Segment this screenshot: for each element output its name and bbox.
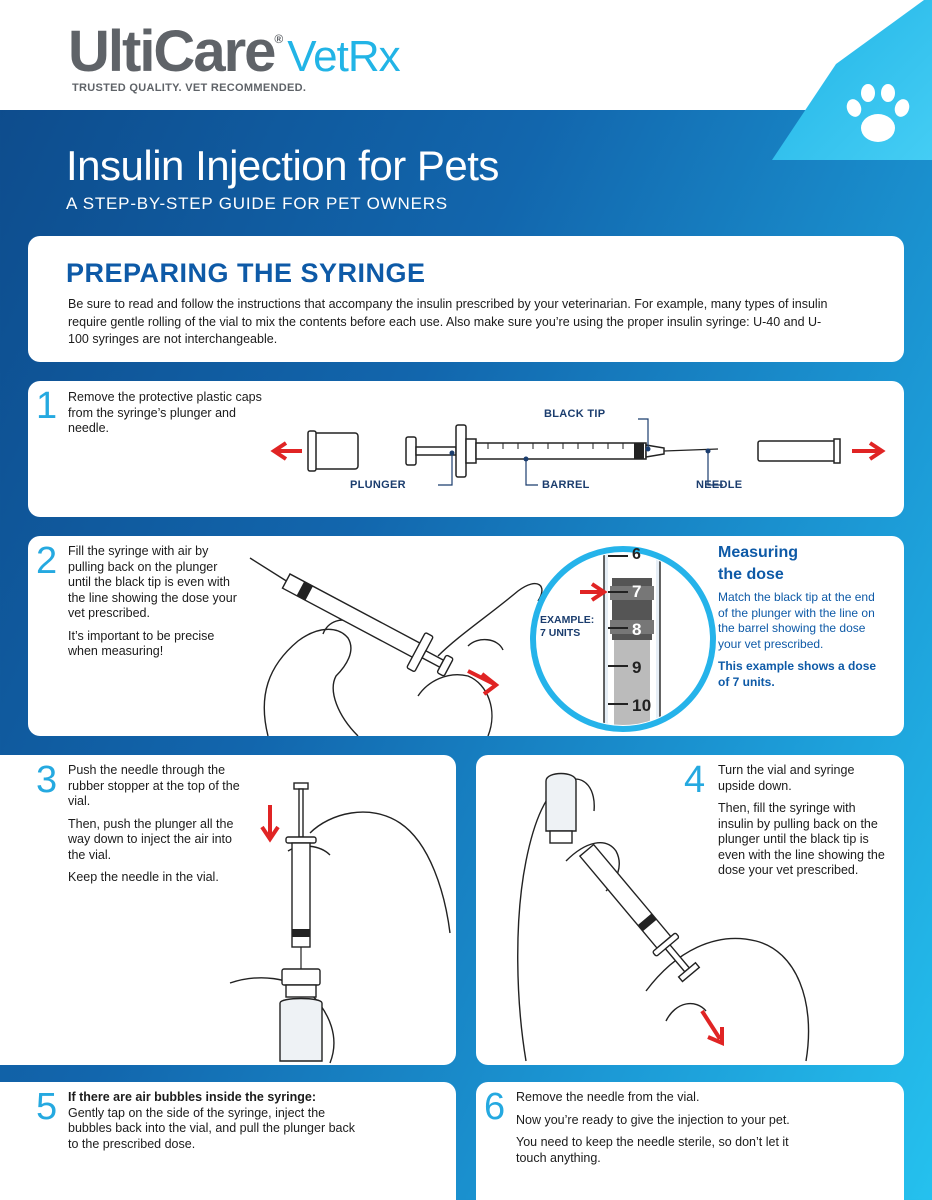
tagline: TRUSTED QUALITY. VET RECOMMENDED. <box>72 82 307 94</box>
scale-mark: 6 <box>632 546 642 563</box>
step-4-text: Turn the vial and syringe upside down. T… <box>718 763 888 879</box>
logo-sub: VetRx <box>287 32 400 81</box>
step-paragraph: Now you’re ready to give the injection t… <box>516 1112 790 1127</box>
label-needle: NEEDLE <box>696 479 743 491</box>
step-paragraph: Turn the vial and syringe upside down. <box>718 763 855 793</box>
step-3-card: 3 Push the needle through the rubber sto… <box>0 755 456 1065</box>
step-paragraph: You need to keep the needle sterile, so … <box>516 1135 789 1165</box>
logo-main: UltiCare <box>68 19 276 84</box>
step-paragraph: It’s important to be precise when measur… <box>68 628 215 659</box>
dose-magnifier <box>530 546 716 732</box>
step-paragraph: Then, fill the syringe with insulin by p… <box>718 801 885 877</box>
scale-mark: 10 <box>632 696 652 715</box>
step-number: 1 <box>36 385 58 427</box>
header-band <box>0 0 932 110</box>
label-plunger: PLUNGER <box>350 479 406 491</box>
brand-logo: UltiCare®VetRx <box>68 18 401 85</box>
step-paragraph: Fill the syringe with air by pulling bac… <box>68 544 237 620</box>
paw-icon <box>846 84 910 142</box>
scale-mark: 7 <box>632 582 642 601</box>
step-1-text: Remove the protective plastic caps from … <box>68 390 268 437</box>
syringe-diagram <box>270 418 886 486</box>
logo-registered: ® <box>274 32 284 46</box>
step-3-text: Push the needle through the rubber stopp… <box>68 763 244 886</box>
scale-mark: 9 <box>632 658 642 677</box>
arrow-right-icon <box>852 441 886 461</box>
measure-text: Match the black tip at the end of the pl… <box>718 590 886 690</box>
label-barrel: BARREL <box>542 479 590 491</box>
step-number: 2 <box>36 540 58 582</box>
step-5-text: If there are air bubbles inside the syri… <box>68 1090 358 1152</box>
step-number: 3 <box>36 759 58 801</box>
title-block: Insulin Injection for Pets A STEP-BY-STE… <box>66 142 499 214</box>
step-paragraph: Keep the needle in the vial. <box>68 870 219 884</box>
arrow-pointer-icon <box>580 582 608 602</box>
label-black-tip: BLACK TIP <box>544 408 606 420</box>
step-4-card: 4 Turn the vial and syringe upside down.… <box>476 755 904 1065</box>
arrow-down-icon <box>260 805 280 843</box>
scale-mark: 8 <box>632 620 642 639</box>
step-paragraph: Then, push the plunger all the way down … <box>68 816 234 862</box>
step-6-text: Remove the needle from the vial. Now you… <box>516 1090 816 1166</box>
step-paragraph: Remove the needle from the vial. <box>516 1090 700 1104</box>
step-number: 4 <box>684 759 706 801</box>
measure-body: Match the black tip at the end of the pl… <box>718 590 875 651</box>
step-number: 5 <box>36 1086 58 1128</box>
example-title: EXAMPLE: <box>540 614 595 626</box>
vial-inject-illustration <box>229 782 451 1064</box>
arrow-left-icon <box>270 441 302 461</box>
step-1-card: 1 Remove the protective plastic caps fro… <box>28 381 904 517</box>
step-6-card: 6 Remove the needle from the vial. Now y… <box>476 1082 904 1200</box>
example-units: 7 UNITS <box>540 627 581 639</box>
measure-title-line: the dose <box>718 566 784 583</box>
step-paragraph: Remove the protective plastic caps from … <box>68 390 262 435</box>
vial-withdraw-illustration <box>517 772 810 1062</box>
example-label: EXAMPLE: 7 UNITS <box>540 614 594 640</box>
step-2-card: 2 Fill the syringe with air by pulling b… <box>28 536 904 736</box>
measure-title-line: Measuring <box>718 544 799 561</box>
step-paragraph: Push the needle through the rubber stopp… <box>68 763 240 808</box>
page-subtitle: A STEP-BY-STEP GUIDE FOR PET OWNERS <box>66 194 448 213</box>
arrow-pull-icon <box>700 1009 724 1047</box>
step-number: 6 <box>484 1086 506 1128</box>
step-5-card: 5 If there are air bubbles inside the sy… <box>0 1082 456 1200</box>
measure-title: Measuring the dose <box>718 542 798 586</box>
intro-heading: PREPARING THE SYRINGE <box>66 258 426 288</box>
intro-card: PREPARING THE SYRINGE Be sure to read an… <box>28 236 904 362</box>
step-2-text: Fill the syringe with air by pulling bac… <box>68 544 238 660</box>
step-paragraph: Gently tap on the side of the syringe, i… <box>68 1105 355 1151</box>
measure-note: This example shows a dose of 7 units. <box>718 659 877 689</box>
arrow-pull-icon <box>467 669 500 696</box>
intro-body: Be sure to read and follow the instructi… <box>68 297 828 346</box>
page-title: Insulin Injection for Pets <box>66 142 499 189</box>
hands-syringe-illustration <box>249 557 543 736</box>
step-heading: If there are air bubbles inside the syri… <box>68 1090 316 1104</box>
